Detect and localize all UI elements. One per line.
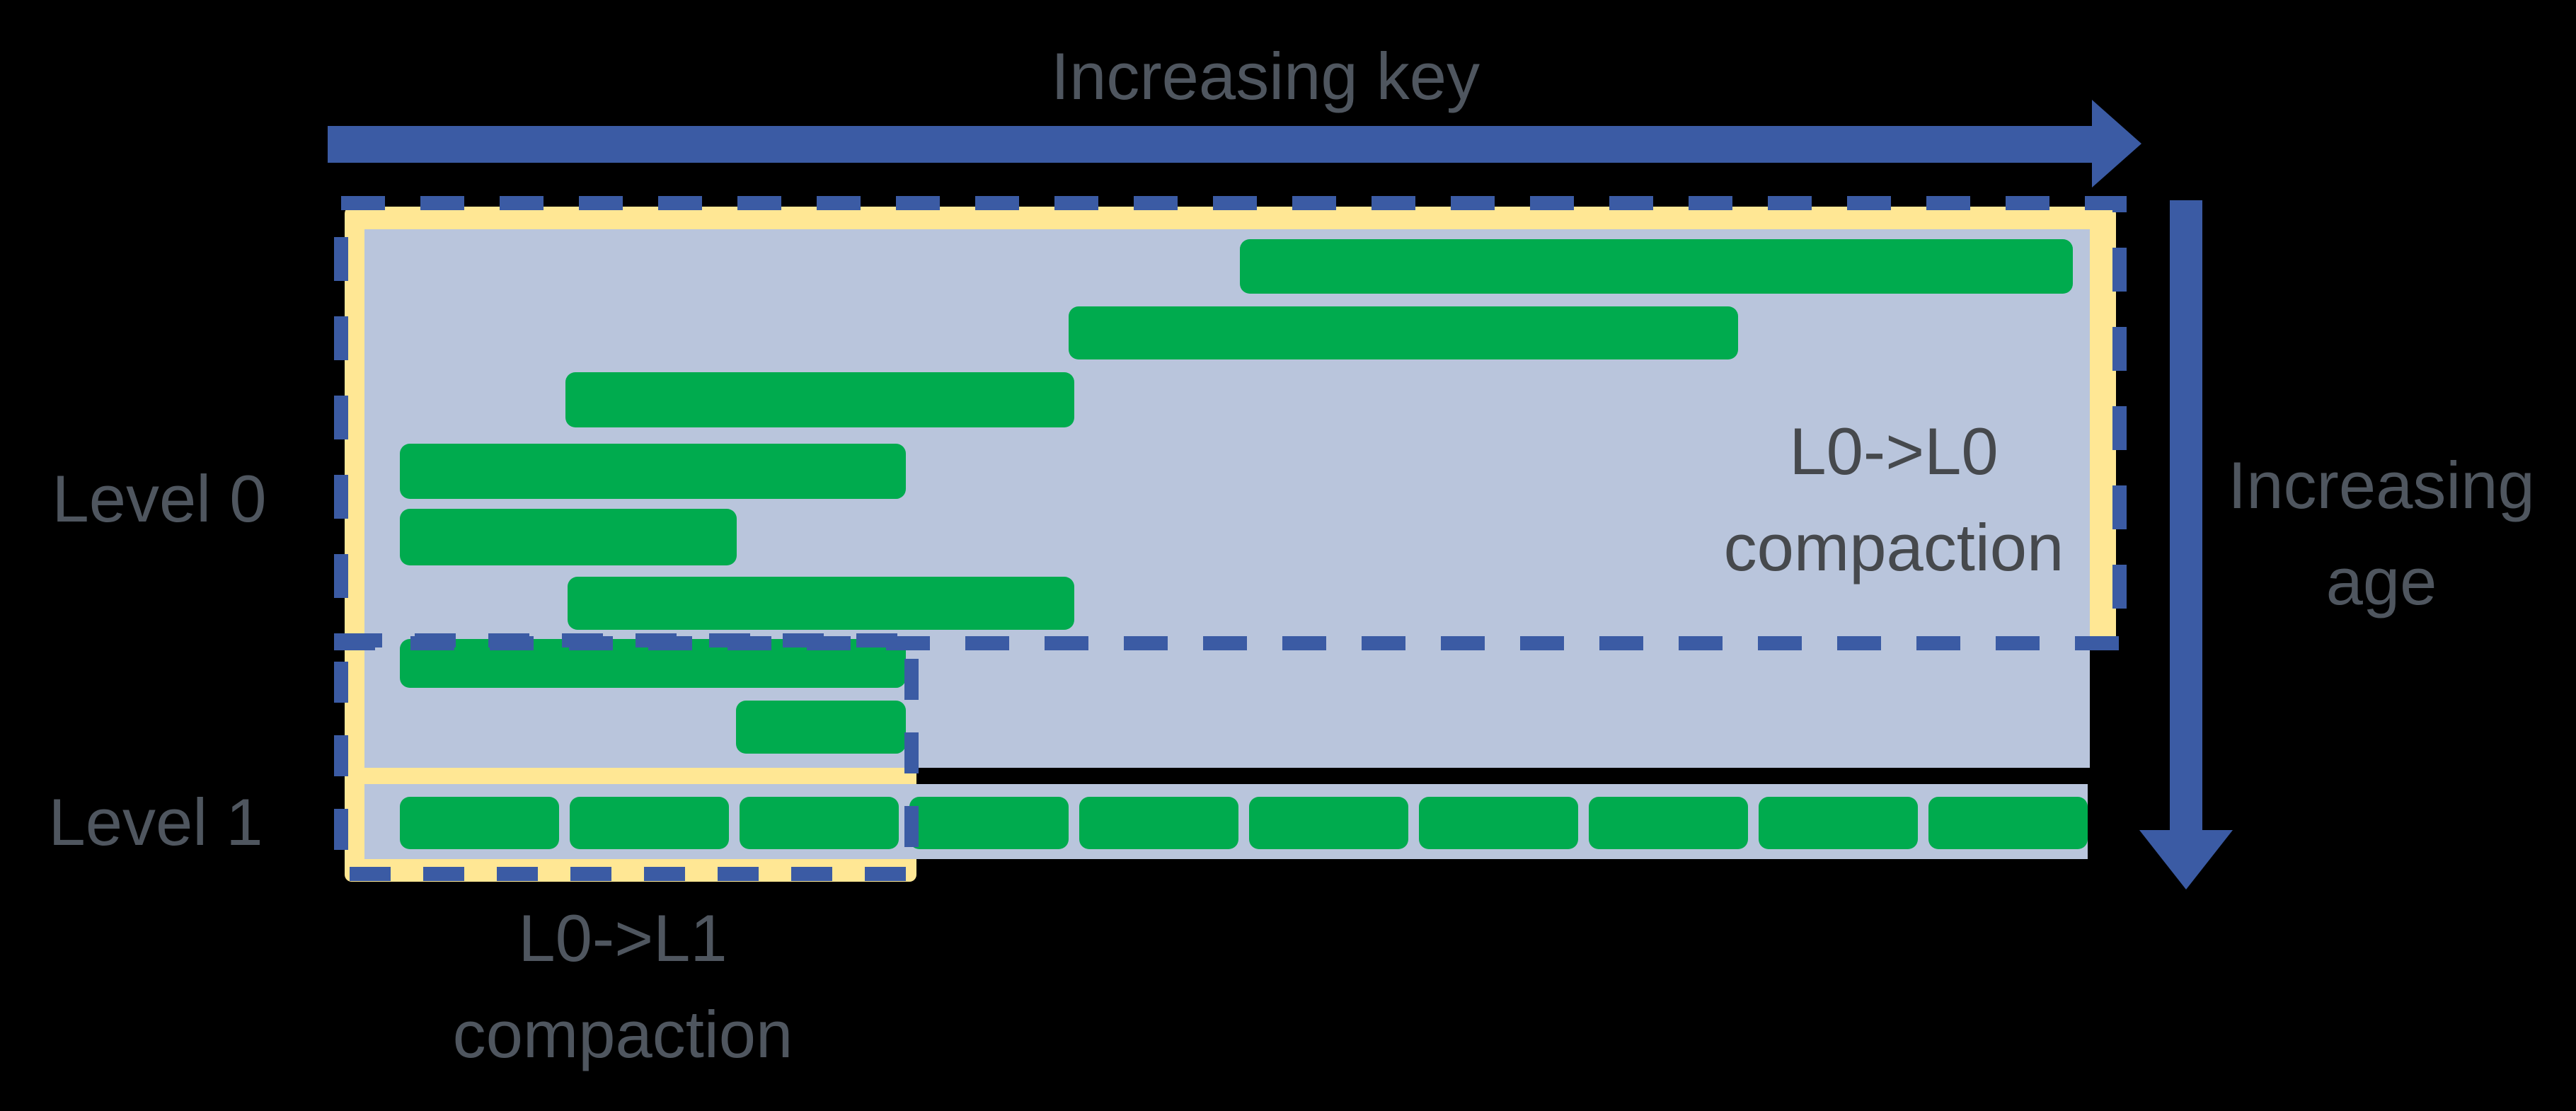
increasing-age-arrow bbox=[2170, 200, 2202, 835]
sstable-bar bbox=[740, 797, 899, 849]
sstable-bar bbox=[909, 797, 1069, 849]
sstable-bar bbox=[570, 797, 729, 849]
l0-l0-compaction-label: L0->L0 compaction bbox=[1611, 403, 2177, 596]
l0-l1-compaction-label: L0->L1 compaction bbox=[340, 890, 906, 1083]
increasing-age-line2: age bbox=[2325, 544, 2437, 618]
l0-l0-compaction-line1: L0->L0 bbox=[1789, 414, 1999, 488]
sstable-bar bbox=[1928, 797, 2088, 849]
increasing-age-label: Increasing age bbox=[2215, 437, 2548, 630]
sstable-bar bbox=[400, 509, 737, 565]
sstable-bar bbox=[1079, 797, 1238, 849]
sstable-bar bbox=[1249, 797, 1408, 849]
l0-l1-compaction-line1: L0->L1 bbox=[518, 901, 728, 975]
increasing-key-arrow bbox=[328, 126, 2093, 163]
level0-label: Level 0 bbox=[52, 461, 267, 536]
sstable-bar bbox=[1419, 797, 1578, 849]
sstable-bar bbox=[1589, 797, 1748, 849]
increasing-age-line1: Increasing bbox=[2228, 448, 2535, 522]
sstable-bar bbox=[400, 797, 559, 849]
increasing-key-arrowhead-icon bbox=[2092, 100, 2141, 188]
l0-l0-compaction-line2: compaction bbox=[1723, 510, 2064, 585]
level1-label: Level 1 bbox=[48, 785, 263, 859]
increasing-age-arrowhead-icon bbox=[2139, 830, 2233, 890]
sstable-bar bbox=[1069, 306, 1738, 359]
sstable-bar bbox=[1240, 239, 2073, 294]
sstable-bar bbox=[568, 577, 1074, 630]
increasing-key-label: Increasing key bbox=[1050, 39, 1480, 113]
sstable-bar bbox=[400, 444, 906, 499]
l0-l1-compaction-line2: compaction bbox=[452, 997, 793, 1071]
sstable-bar bbox=[400, 639, 906, 688]
sstable-bar bbox=[736, 701, 906, 754]
sstable-bar bbox=[565, 372, 1074, 427]
sstable-bar bbox=[1759, 797, 1918, 849]
